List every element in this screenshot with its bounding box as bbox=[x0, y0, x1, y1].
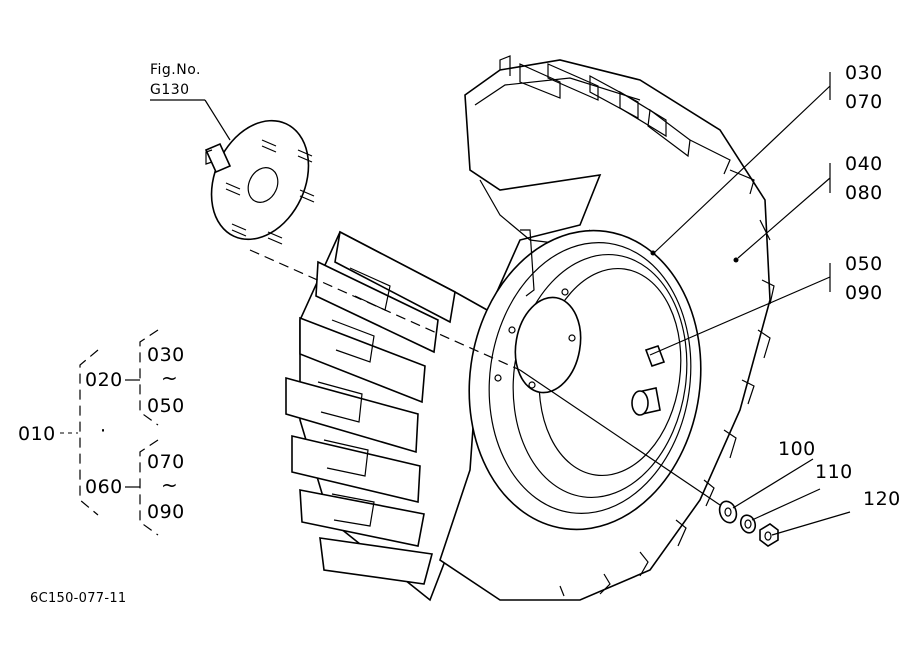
tree-group1-to: 050 bbox=[147, 395, 185, 417]
fig-no-value: G130 bbox=[150, 82, 190, 98]
callout-110: 110 bbox=[815, 461, 853, 483]
tree-root-dot: · bbox=[100, 420, 107, 442]
callout-090: 090 bbox=[845, 282, 883, 304]
callout-100: 100 bbox=[778, 438, 816, 460]
tree-group2-to: 090 bbox=[147, 501, 185, 523]
tree-group1-from: 030 bbox=[147, 344, 185, 366]
tree-root-010: 010 bbox=[18, 423, 56, 445]
callout-040: 040 bbox=[845, 153, 883, 175]
callout-070: 070 bbox=[845, 91, 883, 113]
front-tire bbox=[285, 230, 507, 602]
axle-centerline bbox=[249, 249, 521, 371]
tree-group-020: 020 bbox=[85, 369, 123, 391]
callout-050: 050 bbox=[845, 253, 883, 275]
tree-group1-tilde: ~ bbox=[161, 366, 179, 390]
hub-flange bbox=[150, 99, 315, 245]
drawing-code: 6C150-077-11 bbox=[30, 591, 127, 606]
tree-group2-tilde: ~ bbox=[161, 473, 179, 497]
tree-group-060: 060 bbox=[85, 476, 123, 498]
leader-lines bbox=[649, 72, 851, 536]
fastener-set bbox=[718, 500, 779, 547]
fig-no-label: Fig.No. bbox=[150, 62, 202, 78]
tree-group2-from: 070 bbox=[147, 451, 185, 473]
axle-line-to-nuts bbox=[519, 369, 721, 506]
callout-080: 080 bbox=[845, 182, 883, 204]
part-tree bbox=[60, 329, 159, 536]
wheel-rim bbox=[468, 229, 739, 531]
callout-120: 120 bbox=[863, 488, 901, 510]
callout-030: 030 bbox=[845, 62, 883, 84]
